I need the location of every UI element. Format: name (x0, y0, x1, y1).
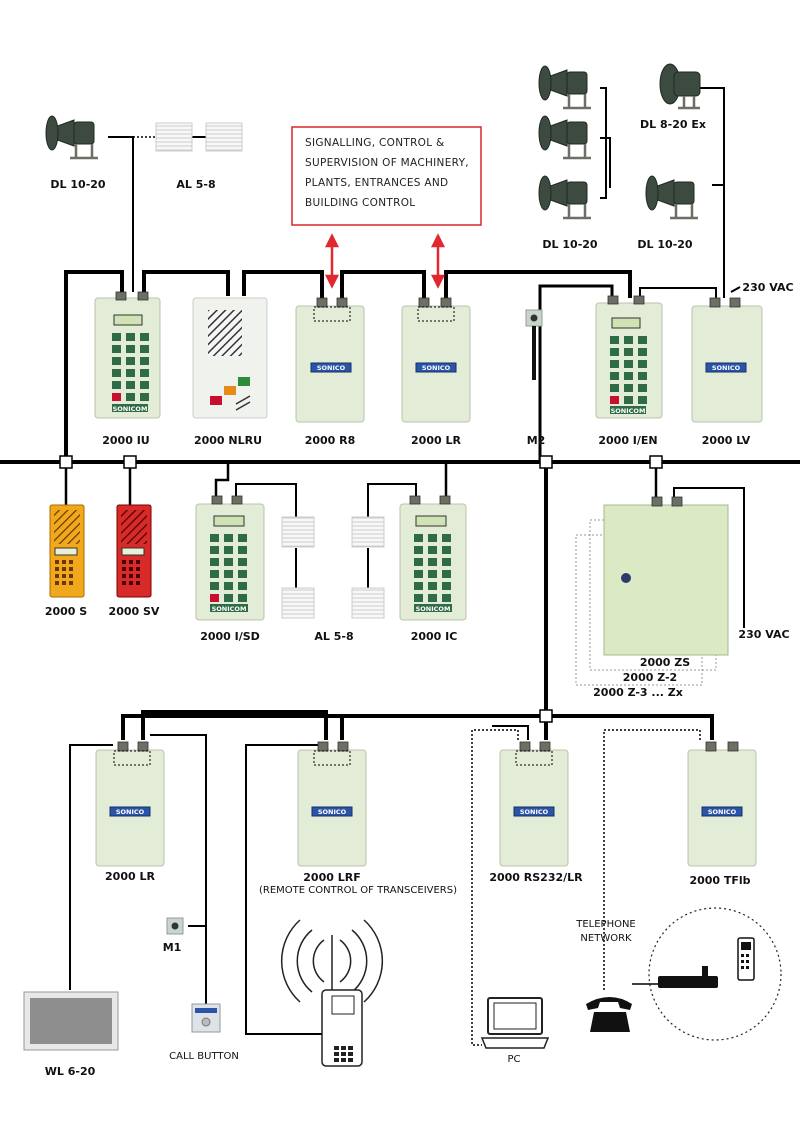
label-dl1020-r2: DL 10-20 (637, 238, 692, 251)
telephone-icon (586, 997, 632, 1032)
brand-sonicom: SONICOM (416, 605, 451, 613)
label-tflb: 2000 TFlb (689, 874, 750, 887)
horn-speaker-icon (644, 174, 700, 220)
label-230vac-2: 230 VAC (738, 628, 789, 641)
device-2000-r8[interactable]: SONICO (295, 297, 365, 423)
wall-speaker-icon (23, 991, 119, 1051)
label-r8: 2000 R8 (305, 434, 356, 447)
cordless-base-icon (658, 966, 718, 988)
device-2000-lrf[interactable]: SONICO (297, 741, 367, 867)
device-2000-iu[interactable]: SONICOM (94, 291, 161, 419)
junctions (59, 455, 663, 723)
brand-sonicom: SONICOM (212, 605, 247, 613)
device-2000-ic[interactable]: SONICOM (399, 495, 467, 621)
label-zs: 2000 ZS (640, 656, 690, 669)
brand-sonico: SONICO (318, 808, 347, 816)
label-nlru: 2000 NLRU (194, 434, 262, 447)
device-2000-isd[interactable]: SONICOM (195, 495, 265, 621)
label-telnet-1: TELEPHONE (575, 919, 636, 930)
label-m2: M2 (527, 434, 546, 447)
info-line-2: SUPERVISION OF MACHINERY, (305, 157, 469, 169)
label-dl820ex: DL 8-20 Ex (640, 118, 706, 131)
network-circle (648, 907, 782, 1041)
label-ic: 2000 IC (411, 630, 458, 643)
device-2000-rs232lr[interactable]: SONICO (499, 741, 569, 867)
brand-sonico: SONICO (708, 808, 737, 816)
brand-sonico: SONICO (422, 364, 451, 372)
label-lv: 2000 LV (702, 434, 751, 447)
signal-arrow-icon (324, 233, 446, 289)
label-telnet-2: NETWORK (580, 933, 632, 944)
device-2000-lv[interactable]: SONICO (691, 297, 763, 423)
label-call: CALL BUTTON (169, 1051, 239, 1062)
info-line-1: SIGNALLING, CONTROL & (305, 137, 445, 149)
label-lrf-note: (REMOTE CONTROL OF TRANSCEIVERS) (259, 885, 457, 896)
horn-speaker-icon (537, 64, 593, 110)
label-lr-bottom: 2000 LR (105, 870, 155, 883)
brand-sonico: SONICO (520, 808, 549, 816)
device-2000-sv[interactable] (116, 504, 152, 598)
label-al58-mid: AL 5-8 (314, 630, 353, 643)
label-dl1020-top: DL 10-20 (50, 178, 105, 191)
info-box: SIGNALLING, CONTROL & SUPERVISION OF MAC… (291, 126, 482, 226)
device-2000-s[interactable] (49, 504, 85, 598)
label-230vac-1: 230 VAC (742, 281, 793, 294)
label-dl1020-r1: DL 10-20 (542, 238, 597, 251)
microphone-icon (525, 309, 543, 380)
info-line-4: BUILDING CONTROL (305, 197, 415, 209)
device-2000-ien[interactable]: SONICOM (595, 295, 663, 419)
info-line-3: PLANTS, ENTRANCES AND (305, 177, 448, 189)
upper-bus (64, 270, 632, 462)
brand-sonico: SONICO (317, 364, 346, 372)
wall-speaker-icon (281, 516, 385, 619)
mobile-phone-icon (737, 937, 755, 981)
horn-speaker-icon (44, 114, 100, 160)
label-rs232: 2000 RS232/LR (489, 871, 583, 884)
label-isd: 2000 I/SD (200, 630, 260, 643)
label-lr-top: 2000 LR (411, 434, 461, 447)
brand-sonico: SONICO (116, 808, 145, 816)
label-s: 2000 S (45, 605, 87, 618)
label-ien: 2000 I/EN (598, 434, 657, 447)
device-2000-lr[interactable]: SONICO (401, 297, 471, 423)
device-2000-tflb[interactable]: SONICO (687, 741, 757, 867)
device-2000-nlru[interactable] (192, 297, 268, 419)
label-al58-top: AL 5-8 (176, 178, 215, 191)
radio-waves-icon (280, 919, 384, 1003)
ex-horn-speaker-icon (659, 63, 701, 110)
label-z2: 2000 Z-2 (623, 671, 677, 684)
brand-sonicom: SONICOM (113, 405, 148, 413)
device-2000-zs[interactable] (575, 496, 729, 686)
horn-speaker-icon (537, 174, 593, 220)
call-button-icon[interactable] (191, 1003, 221, 1033)
microphone-icon (166, 917, 184, 935)
wall-speaker-icon (155, 122, 243, 152)
label-iu: 2000 IU (102, 434, 149, 447)
label-sv: 2000 SV (109, 605, 160, 618)
horn-speaker-icon (537, 114, 593, 160)
label-lrf: 2000 LRF (303, 871, 360, 884)
pc-icon (480, 997, 550, 1049)
label-m1: M1 (163, 941, 182, 954)
label-wl: WL 6-20 (45, 1065, 96, 1078)
brand-sonicom: SONICOM (611, 407, 646, 415)
label-pc: PC (507, 1054, 520, 1065)
brand-sonico: SONICO (712, 364, 741, 372)
label-z3: 2000 Z-3 ... Zx (593, 686, 683, 699)
device-2000-lr-bottom[interactable]: SONICO (95, 741, 165, 867)
handheld-radio-icon (321, 989, 363, 1067)
